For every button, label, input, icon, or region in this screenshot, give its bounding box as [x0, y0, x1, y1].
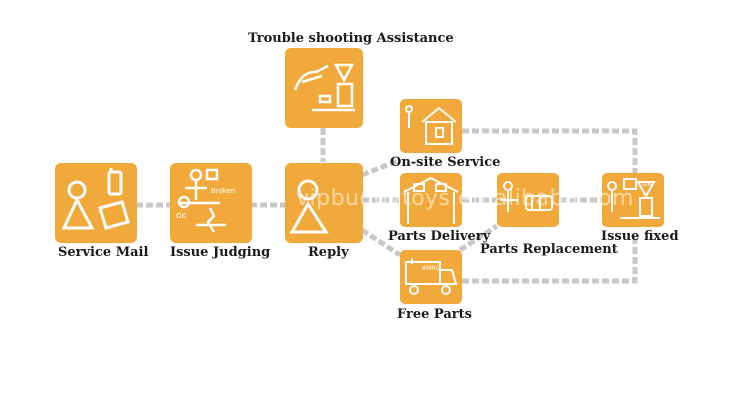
label-issue-judging: Issue Judging [170, 245, 271, 260]
node-trouble-shooting [285, 48, 363, 128]
node-parts-replacement [497, 173, 559, 227]
label-service-mail: Service Mail [58, 245, 149, 260]
truck-text: AMRO [422, 265, 440, 272]
label-free-parts: Free Parts [397, 307, 472, 322]
label-issue-fixed: Issue fixed [601, 229, 679, 244]
ok-text: OK [176, 212, 187, 220]
node-issue-fixed: OK [602, 173, 664, 227]
fixed-ok-text: OK [642, 180, 653, 188]
broken-text: Broken [211, 187, 235, 195]
warehouse-parts-icon [403, 176, 459, 224]
node-reply [285, 163, 363, 243]
person-tools-icon [293, 63, 355, 112]
label-parts-delivery: Parts Delivery [388, 229, 491, 244]
node-service-mail [55, 163, 137, 243]
label-onsite-service: On-site Service [390, 155, 501, 170]
label-reply: Reply [308, 245, 349, 260]
person-phone-document-icon [61, 168, 130, 230]
node-onsite-service [400, 99, 462, 153]
node-free-parts: AMRO [400, 250, 462, 304]
watermark: vipbuddytoys.en.alibaba.com [296, 186, 635, 211]
ok-fixed-icon [607, 178, 660, 219]
person-parts-icon [500, 181, 553, 212]
delivery-truck-icon [405, 258, 458, 295]
node-parts-delivery [400, 173, 462, 227]
title-trouble-shooting: Trouble shooting Assistance [248, 31, 454, 46]
person-icon [289, 179, 329, 234]
broken-ok-judging-icon [177, 168, 226, 233]
label-parts-replacement: Parts Replacement [480, 242, 618, 257]
connector-lines [136, 128, 638, 284]
node-issue-judging: Broken OK [170, 163, 252, 243]
house-service-icon [405, 105, 457, 145]
